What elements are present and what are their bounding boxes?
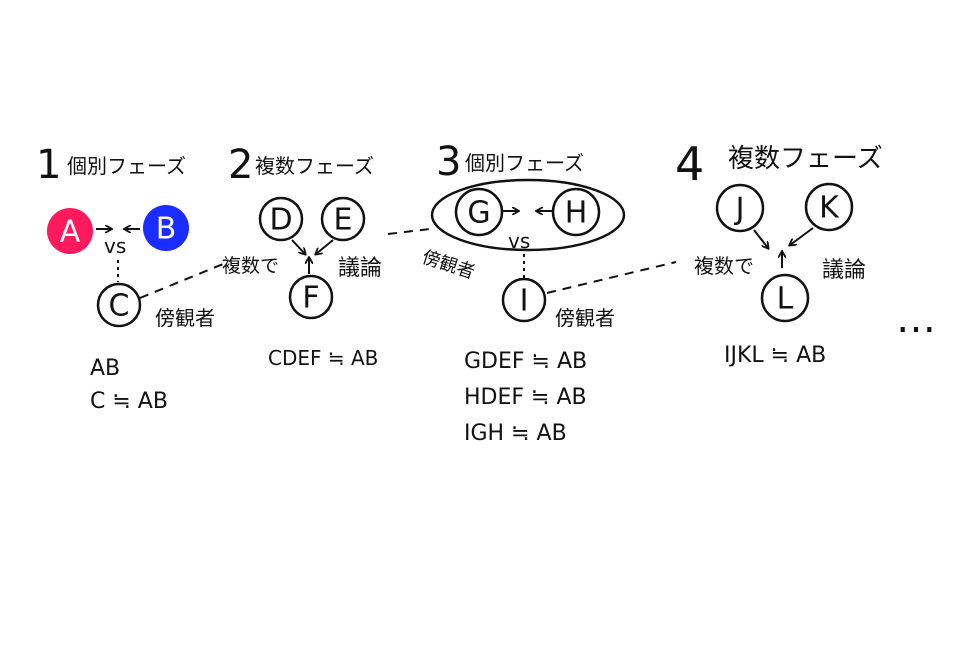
- discussion-label-2: 議論: [338, 256, 382, 281]
- node-h: [551, 187, 601, 237]
- phase-3-name: 個別フェーズ: [465, 151, 584, 175]
- phase-4-group: J K L 複数で 議論 IJKL ≒ AB: [694, 182, 866, 368]
- dashed-connector-3-4: [546, 261, 677, 294]
- multiple-de-label-4: 複数で: [694, 254, 754, 278]
- dashed-connector-1-2: [139, 261, 229, 299]
- phase-3-number: 3: [436, 139, 461, 185]
- arrow-j-l: [753, 229, 768, 248]
- multiple-de-label-2: 複数で: [222, 255, 279, 277]
- node-j: [715, 183, 765, 233]
- node-i-label: I: [520, 284, 529, 319]
- arrow-k-l: [790, 227, 814, 245]
- phase-2-name: 複数フェーズ: [255, 154, 374, 178]
- phase-3-group: G H vs I 傍観者 傍観者 GDEF ≒ AB HDEF ≒ AB IGH…: [419, 178, 626, 446]
- vs-label-3: vs: [508, 229, 530, 253]
- phase-3-heading: 3 個別フェーズ: [436, 139, 584, 185]
- node-g-label: G: [467, 196, 490, 231]
- node-l-label: L: [777, 282, 794, 317]
- node-e: [320, 196, 366, 242]
- eq-4-1: IJKL ≒ AB: [724, 343, 826, 368]
- phase-4-number: 4: [675, 137, 704, 191]
- vs-label-1: vs: [104, 234, 126, 258]
- node-a-label: A: [60, 215, 81, 250]
- eq-1-2: C ≒ AB: [90, 389, 168, 414]
- eq-3-1: GDEF ≒ AB: [464, 349, 587, 374]
- dashed-connector-2-3: [387, 228, 431, 235]
- phase-4-name: 複数フェーズ: [728, 144, 883, 174]
- node-k-label: K: [819, 191, 840, 226]
- phase-1-name: 個別フェーズ: [67, 154, 186, 178]
- node-f: [288, 274, 334, 320]
- phase-1-group: A B vs C 傍観者 AB C ≒ AB: [47, 205, 215, 414]
- node-h-label: H: [565, 196, 588, 231]
- node-b-label: B: [156, 212, 177, 247]
- phase-2-heading: 2 複数フェーズ: [228, 142, 374, 188]
- node-a: [47, 208, 93, 254]
- phase-2-group: D E F 複数で 議論 CDEF ≒ AB: [222, 196, 382, 370]
- bystander-label-1: 傍観者: [155, 306, 215, 330]
- phase-1-heading: 1 個別フェーズ: [36, 142, 186, 188]
- phase-2-number: 2: [228, 142, 253, 188]
- ellipsis-continuation: …: [896, 296, 936, 342]
- eq-1-1: AB: [90, 356, 120, 381]
- node-f-label: F: [302, 281, 319, 316]
- bystander-label-3a: 傍観者: [419, 247, 477, 284]
- eq-2-1: CDEF ≒ AB: [268, 346, 378, 370]
- node-c-label: C: [109, 289, 130, 324]
- phase-1-number: 1: [36, 142, 61, 188]
- phase-4-heading: 4 複数フェーズ: [675, 137, 883, 191]
- node-b: [143, 205, 189, 251]
- node-l: [760, 273, 810, 323]
- eq-3-2: HDEF ≒ AB: [464, 385, 587, 410]
- arrow-d-f: [291, 239, 305, 254]
- group-ellipse-gh: [430, 178, 626, 252]
- node-d: [258, 196, 304, 242]
- node-e-label: E: [334, 203, 353, 238]
- discussion-label-4: 議論: [822, 258, 866, 283]
- node-j-label: J: [734, 192, 745, 227]
- arrow-e-f: [316, 239, 334, 254]
- node-g: [454, 187, 504, 237]
- bystander-label-3b: 傍観者: [555, 306, 615, 330]
- node-k: [804, 182, 854, 232]
- eq-3-3: IGH ≒ AB: [464, 421, 567, 446]
- node-c: [96, 282, 142, 328]
- node-i: [501, 277, 547, 323]
- node-d-label: D: [269, 203, 292, 238]
